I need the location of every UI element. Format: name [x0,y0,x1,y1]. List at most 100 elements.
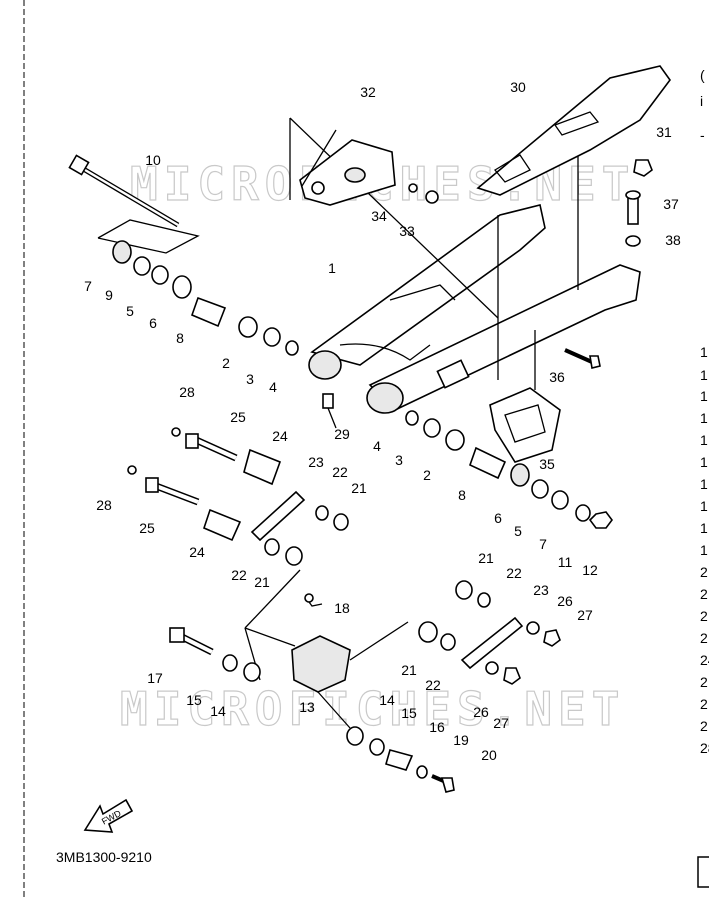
callout-c21b: 21 [254,574,270,590]
callout-c22d: 22 [425,677,441,693]
relay-bolts-drawing [127,427,282,542]
bracket-drawing [299,129,439,206]
callout-c26b: 26 [473,704,489,720]
side-list-item: 2 [700,608,708,624]
callout-c21a: 21 [351,480,367,496]
callout-c2b: 2 [423,467,431,483]
bolt-36-drawing [564,348,601,369]
callout-c36: 36 [549,369,565,385]
callout-c8b: 8 [458,487,466,503]
callout-c37: 37 [663,196,679,212]
side-list-item: 1 [700,344,708,360]
callout-c14b: 14 [379,692,395,708]
right-bushing-stack-drawing [405,410,613,529]
side-list-item: 1 [700,476,708,492]
side-reference-list: 111111111122222422228 [700,344,709,756]
callout-c13: 13 [299,699,315,715]
callout-c28a: 28 [179,384,195,400]
callout-c22c: 22 [506,565,522,581]
relay-arm-drawing [250,490,349,566]
cropped-box [697,856,709,888]
side-list-item: 1 [700,520,708,536]
cropped-header-glyphs: ( i - [700,67,705,143]
side-list-item: 2 [700,586,708,602]
callout-c9: 9 [105,287,113,303]
callout-c1: 1 [328,260,336,276]
connecting-rod-drawing [418,580,561,685]
callout-c26a: 26 [557,593,573,609]
swingarm-drawing [289,117,641,414]
callout-c18: 18 [334,600,350,616]
callout-c34: 34 [371,208,387,224]
callout-c6: 6 [149,315,157,331]
side-list-item: 28 [700,740,709,756]
callout-c11: 11 [558,554,573,570]
drawing-code: 3MB1300-9210 [56,849,152,865]
callout-c15b: 15 [401,705,417,721]
callout-c22a: 22 [332,464,348,480]
callout-c38: 38 [665,232,681,248]
cropped-glyph: - [700,127,705,143]
callout-c24b: 24 [189,544,205,560]
callout-c32: 32 [360,84,376,100]
callout-c23b: 23 [533,582,549,598]
callout-c14a: 14 [210,703,226,719]
callout-c15a: 15 [186,692,202,708]
callout-c31: 31 [656,124,672,140]
callout-c24a: 24 [272,428,288,444]
callout-c7: 7 [84,278,92,294]
callout-c5: 5 [126,303,134,319]
side-list-item: 1 [700,542,708,558]
callout-c12: 12 [582,562,598,578]
fwd-arrow-icon: FWD [83,798,134,833]
callout-c30: 30 [510,79,526,95]
callout-c33: 33 [399,223,415,239]
callout-c8: 8 [176,330,184,346]
callout-c10: 10 [145,152,161,168]
callout-c25b: 25 [139,520,155,536]
callout-c7b: 7 [539,536,547,552]
chain-guard-drawing [476,65,671,196]
callout-c27b: 27 [493,715,509,731]
side-list-item: 2 [700,630,708,646]
callout-c21d: 21 [401,662,417,678]
side-list-item: 1 [700,454,708,470]
callout-c23a: 23 [308,454,324,470]
pivot-bolt-drawing [68,154,200,254]
callout-c16: 16 [429,719,445,735]
bolt-37-drawing [625,159,653,247]
side-list-item: 2 [700,674,708,690]
callout-c29: 29 [334,426,350,442]
callout-c28b: 28 [96,497,112,513]
callout-c6b: 6 [494,510,502,526]
callout-c19: 19 [453,732,469,748]
left-bushing-stack-drawing [112,240,299,356]
side-list-item: 2 [700,564,708,580]
relay-body-drawing [169,569,455,793]
side-list-item: 1 [700,367,708,383]
side-list-item: 1 [700,432,708,448]
watermark-bottom: MICROFICHES.NET [120,682,625,736]
callout-c35: 35 [539,456,555,472]
callout-c4b: 4 [373,438,381,454]
callout-c25a: 25 [230,409,246,425]
side-list-item: 1 [700,388,708,404]
cropped-glyph: ( [700,67,705,83]
grease-nipple-drawing [322,393,337,429]
callout-c27a: 27 [577,607,593,623]
callout-c20: 20 [481,747,497,763]
side-list-item: 2 [700,718,708,734]
callout-c22b: 22 [231,567,247,583]
cropped-glyph: i [700,93,703,109]
callout-c21c: 21 [478,550,494,566]
side-list-item: 24 [700,652,709,668]
callout-c3b: 3 [395,452,403,468]
callout-c3: 3 [246,371,254,387]
callout-c5b: 5 [514,523,522,539]
chain-support-drawing [489,330,561,463]
callout-c2: 2 [222,355,230,371]
side-list-item: 2 [700,696,708,712]
side-list-item: 1 [700,498,708,514]
